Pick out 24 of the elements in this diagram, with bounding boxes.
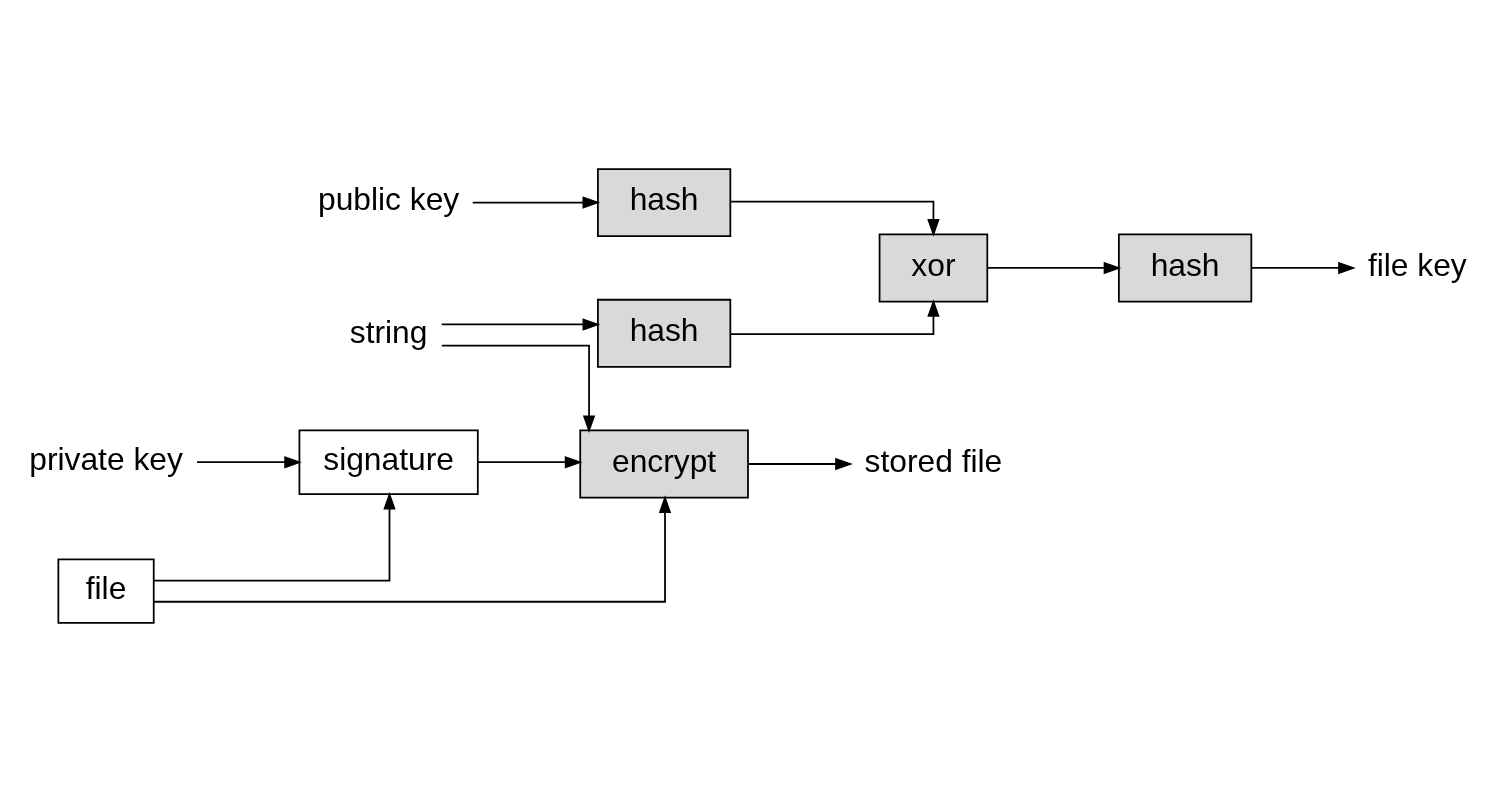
arrow [440, 318, 601, 331]
arrow [1250, 261, 1356, 275]
arrow [153, 495, 672, 603]
arrow [729, 200, 940, 237]
node-text: string [349, 313, 428, 350]
arrow [196, 456, 302, 469]
node-text: file key [1367, 246, 1467, 283]
arrow [747, 457, 853, 471]
node-text: public key [317, 181, 460, 218]
arrow [986, 261, 1122, 275]
node-box: hash [1118, 233, 1253, 303]
node-text: stored file [864, 442, 1003, 479]
node-text: private key [29, 441, 183, 477]
node-box: encrypt [579, 429, 749, 499]
arrow [471, 196, 601, 209]
node-box: file [57, 558, 155, 624]
arrow [729, 299, 940, 336]
arrow [477, 456, 583, 469]
node-box: hash [597, 168, 732, 238]
arrow [440, 344, 596, 434]
node-box: xor [878, 233, 989, 303]
arrow [153, 491, 396, 582]
node-box: hash [597, 298, 732, 368]
node-box: signature [298, 429, 479, 495]
